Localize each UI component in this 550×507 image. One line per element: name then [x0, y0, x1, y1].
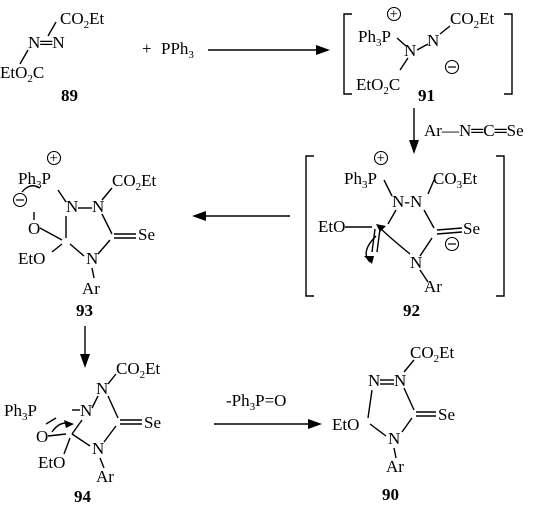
c91-ph3p: Ph3P: [358, 27, 391, 49]
c90-n2: N: [394, 371, 406, 390]
svg-text:+: +: [377, 151, 385, 167]
arrow-91-to-92: [409, 108, 419, 154]
c94-o: O: [36, 427, 48, 446]
c93-ar: Ar: [82, 279, 100, 298]
c94-eto: EtO: [38, 453, 65, 472]
bracket-92-left: [305, 155, 314, 297]
c90-eto: EtO: [332, 415, 359, 434]
c92-co3et: CO3Et: [433, 169, 478, 191]
c92-curved-arrow-1: [377, 225, 411, 255]
c93-plus-charge: [46, 150, 62, 166]
reagent-pph3: PPh3: [161, 39, 194, 61]
c92-n: N: [410, 253, 422, 272]
reagent-isoselenocyanate: Ar—N═C═Se: [424, 121, 524, 140]
c90-se: Se: [438, 405, 455, 424]
c94-ar: Ar: [96, 467, 114, 486]
arrow-92-to-93: [192, 211, 290, 221]
arrow-93-to-94: [80, 326, 90, 368]
bracket-92-right: [496, 155, 505, 297]
c92-nn: N-N: [392, 192, 422, 211]
c90-ar: Ar: [386, 457, 404, 476]
c94-se: Se: [144, 413, 161, 432]
c90-n1: N: [368, 371, 380, 390]
arrow-89-to-91: [208, 45, 330, 55]
c89-eto2c: EtO2C: [0, 63, 44, 85]
c94-n1: N: [80, 401, 92, 420]
c89-bond-2: [19, 49, 29, 65]
c91-eto2c: EtO2C: [356, 75, 400, 97]
c93-o: O: [28, 219, 40, 238]
c90-co2et: CO2Et: [410, 343, 455, 365]
bracket-91-right: [504, 13, 513, 95]
c94-ph3p: Ph3P: [4, 401, 37, 423]
plus-sign: +: [142, 39, 152, 58]
label-93: 93: [76, 301, 93, 320]
c92-ph3p: Ph3P: [344, 169, 377, 191]
compound-91: + Ph3P N N CO2Et EtO2C 91: [343, 6, 513, 105]
c93-n3: N: [86, 249, 98, 268]
c93-co2et: CO2Et: [112, 171, 157, 193]
c90-n3: N: [388, 429, 400, 448]
c92-ar: Ar: [424, 277, 442, 296]
c93-n2: N: [92, 197, 104, 216]
label-91: 91: [418, 86, 435, 105]
c93-curved-arrow: [21, 185, 41, 193]
compound-93: + Ph3P N N CO2Et Se N Ar O EtO 93: [12, 150, 157, 320]
c93-n1: N: [66, 197, 78, 216]
c91-plus-charge: [386, 6, 402, 22]
c92-plus-charge: [373, 150, 389, 166]
c93-eto: EtO: [18, 249, 45, 268]
label-94: 94: [74, 487, 92, 506]
bracket-91-left: [343, 13, 352, 95]
c92-se: Se: [463, 219, 480, 238]
byproduct-label: -Ph3P=O: [226, 391, 286, 413]
c93-ph3p: Ph3P: [18, 169, 51, 191]
arrow-94-to-90: [214, 419, 322, 429]
c92-eto: EtO: [318, 217, 345, 236]
compound-90: N N CO2Et Se N Ar EtO 90: [332, 343, 455, 504]
svg-text:+: +: [50, 151, 58, 167]
compound-92: + Ph3P N-N CO3Et EtO Se N Ar 92: [305, 150, 505, 320]
c93-se: Se: [138, 225, 155, 244]
label-90: 90: [382, 485, 399, 504]
c91-co2et: CO2Et: [450, 9, 495, 31]
c94-co2et: CO2Et: [116, 359, 161, 381]
c89-bond-1: [47, 21, 57, 37]
label-89: 89: [61, 86, 78, 105]
c94-n3: N: [92, 439, 104, 458]
label-92: 92: [403, 301, 420, 320]
c89-co2et-top: CO2Et: [60, 9, 105, 31]
c91-n2: N: [427, 31, 439, 50]
c89-azo: N═N: [28, 33, 65, 52]
c94-n2: N: [96, 379, 108, 398]
compound-89: CO2Et N═N EtO2C 89: [0, 9, 105, 105]
svg-text:+: +: [390, 7, 398, 23]
compound-94: Ph3P N N CO2Et Se N Ar O EtO 94: [4, 359, 161, 506]
c91-n1: N: [404, 41, 416, 60]
